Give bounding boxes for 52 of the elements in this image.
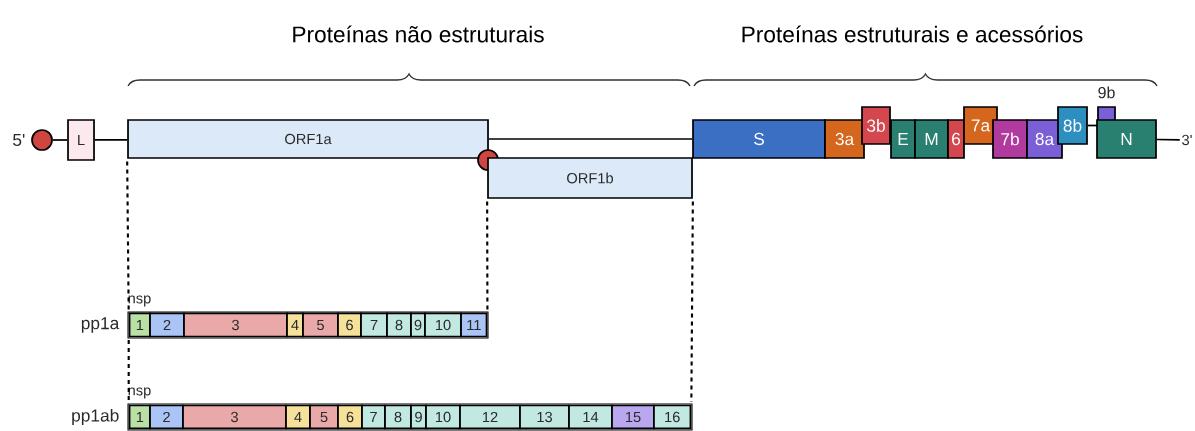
connector-line: [488, 138, 693, 140]
nsp-cell: 4: [285, 404, 311, 430]
nsp-cell: 3: [182, 404, 287, 430]
nsp-cell: 7: [361, 404, 386, 430]
gene-box: N: [1096, 119, 1157, 159]
nsp-cell: 11: [460, 312, 488, 338]
nsp-cell: 2: [149, 404, 184, 430]
gene-box: M: [914, 119, 949, 159]
section-title: Proteínas não estruturais: [293, 25, 544, 43]
gene-box: S: [692, 119, 826, 159]
connector-line: [1156, 138, 1181, 141]
polyprotein-label: pp1ab: [72, 408, 119, 426]
nsp-cell: 8: [386, 312, 412, 338]
nsp-cell: 6: [337, 404, 363, 430]
nsp-cell: 7: [360, 312, 388, 338]
section-title: Proteínas estruturais e acessórios: [742, 25, 1083, 43]
gene-box: 7b: [992, 119, 1028, 159]
nsp-cell: 6: [337, 312, 362, 338]
nsp-cell: 9: [410, 312, 426, 338]
gene-box: L: [67, 119, 95, 161]
gene-box: 3a: [824, 119, 865, 159]
connector-line: [1087, 124, 1098, 127]
connector-line: [94, 138, 128, 141]
end-label: 3': [1182, 134, 1192, 146]
nsp-cell: 8: [384, 404, 412, 430]
guide-line: [127, 340, 130, 402]
gene-box: 8b: [1057, 106, 1088, 145]
gene-box: ORF1a: [127, 119, 489, 159]
gene-box: E: [890, 119, 916, 159]
nsp-label: nsp: [128, 387, 151, 399]
nsp-cell: 1: [128, 312, 151, 338]
nsp-cell: 4: [286, 312, 304, 338]
polyprotein-label: pp1a: [81, 317, 120, 333]
nsp-cell: 3: [183, 312, 288, 338]
nsp-cell: 5: [309, 404, 339, 430]
nsp-cell: 5: [302, 312, 339, 338]
gene-label: 9b: [1098, 86, 1115, 99]
guide-line: [486, 201, 489, 310]
nsp-cell: 16: [653, 404, 692, 430]
gene-box: 6: [947, 119, 965, 159]
nsp-cell: 14: [568, 404, 613, 430]
guide-line: [126, 161, 130, 310]
gene-box: ORF1b: [487, 157, 693, 199]
end-label: 5': [13, 133, 25, 147]
connector-line: [52, 139, 68, 141]
nsp-cell: 12: [459, 404, 521, 430]
nsp-cell: 15: [611, 404, 655, 430]
gene-box: 3b: [861, 106, 891, 145]
nsp-cell: 1: [128, 404, 151, 430]
nsp-cell: 13: [519, 404, 570, 430]
nsp-cell: 2: [149, 312, 185, 338]
nsp-label: nsp: [128, 295, 151, 307]
